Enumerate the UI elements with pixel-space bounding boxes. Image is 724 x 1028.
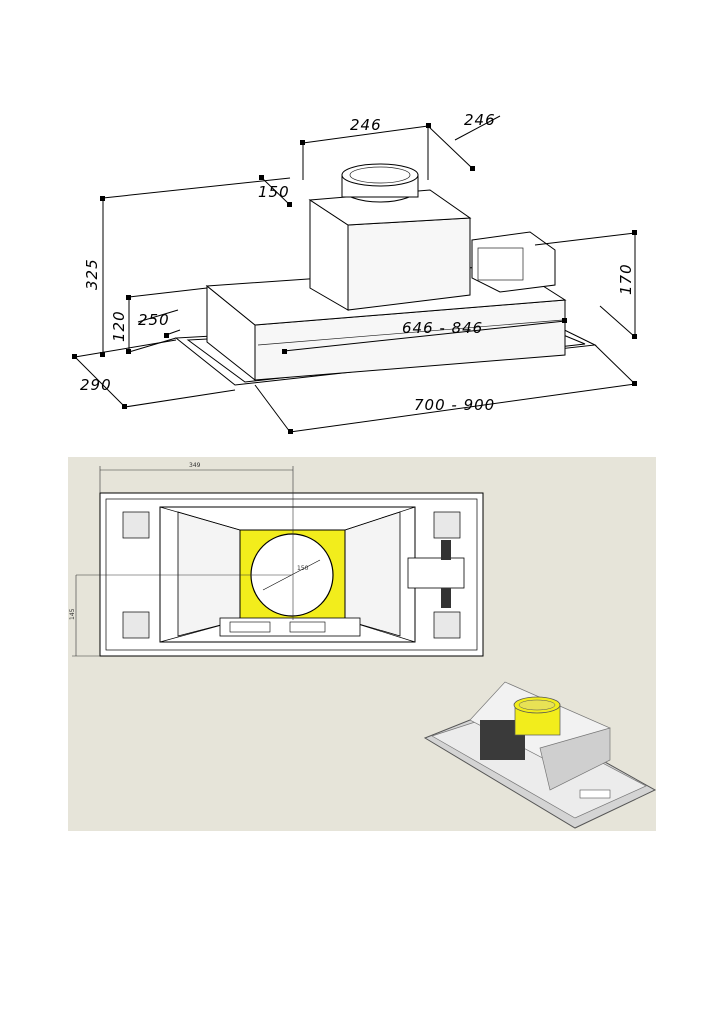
- corner-pad: [122, 611, 150, 639]
- dim-outer-depth: 290: [80, 376, 112, 394]
- dim-collar-label: 150: [297, 565, 309, 572]
- dim-collar-offset: 150: [258, 183, 290, 201]
- dim-total-height: 325: [83, 258, 101, 290]
- isometric-view: 246 246 150 325 120 250 290: [72, 111, 637, 434]
- motor-bracket: [407, 557, 465, 589]
- dim-depth-to-center: 145: [69, 608, 76, 620]
- dim-width-to-center: 349: [189, 462, 201, 469]
- box-front-face: [347, 217, 471, 311]
- dim-line-outer-width: [289, 383, 636, 433]
- motor-part: [441, 540, 451, 560]
- collar-inner: [349, 166, 411, 184]
- motor-detail: [477, 247, 524, 281]
- dim-depth-offset: 250: [138, 311, 170, 329]
- dim-inner-width: 646 - 846: [402, 319, 483, 337]
- dim-line-top-depth: [427, 125, 473, 169]
- dim-line-collar: [261, 177, 291, 206]
- corner-pad: [122, 511, 150, 539]
- dim-motor-height: 170: [617, 263, 635, 295]
- dim-line-height-top: [102, 177, 291, 199]
- collar-rim: [341, 163, 419, 187]
- dim-line-inner-width: [283, 320, 566, 352]
- top-view-panel: 150 349 145: [68, 457, 657, 831]
- dim-outer-width: 700 - 900: [414, 396, 495, 414]
- dim-line-top-width: [302, 125, 429, 144]
- corner-pad: [433, 611, 461, 639]
- hood-front-line: [257, 319, 564, 346]
- corner-pad: [433, 511, 461, 539]
- motor-part: [441, 588, 451, 608]
- dim-top-width: 246: [350, 116, 382, 134]
- dim-top-depth: 246: [464, 111, 496, 129]
- render-3d: [423, 681, 657, 829]
- dim-line-depth-offset: [137, 309, 179, 323]
- motor-unit: [471, 231, 556, 293]
- dim-line-outer-depth: [74, 356, 126, 408]
- dim-hood-height: 120: [110, 310, 128, 342]
